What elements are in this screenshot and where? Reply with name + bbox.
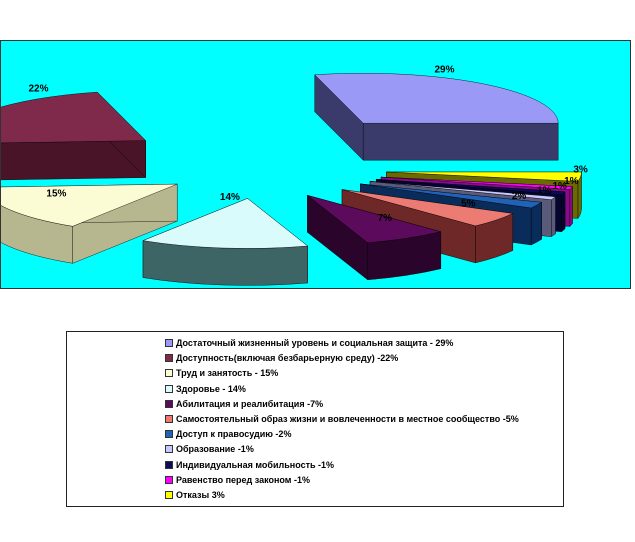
data-label-7: 2% — [512, 191, 527, 202]
legend-swatch — [165, 399, 173, 408]
slice-cut-face-1-2 — [363, 123, 559, 161]
slice-top-4 — [142, 198, 309, 249]
legend-item: Доступ к правосудию -2% — [165, 427, 291, 441]
legend-swatch — [165, 384, 173, 393]
legend-label: Индивидуальная мобильность -1% — [176, 459, 335, 470]
legend-label: Образование -1% — [176, 444, 254, 455]
legend-swatch — [165, 460, 173, 469]
legend-label: Абилитация и реалибитация -7% — [176, 398, 324, 409]
slice-top-9 — [376, 179, 566, 196]
slice-side-wall-7 — [531, 201, 542, 246]
slice-top-10 — [380, 176, 573, 190]
legend-swatch — [165, 491, 173, 499]
data-label-10: 1% — [564, 176, 579, 187]
slice-side-wall-9 — [561, 191, 566, 233]
slice-side-wall-8 — [551, 196, 556, 238]
pie-slice-4: 14% — [142, 192, 309, 286]
legend-label: Отказы 3% — [176, 490, 225, 500]
slice-top-3 — [1, 183, 178, 227]
legend-swatch — [165, 415, 173, 423]
legend-swatch — [165, 369, 173, 378]
legend-label: Труд и занятость - 15% — [176, 368, 279, 379]
data-label-8: 1% — [537, 185, 552, 196]
legend-item: Достаточный жизненный уровень и социальн… — [165, 336, 453, 350]
legend-item: Здоровье - 14% — [165, 382, 246, 396]
plot-area: 29%22%3%1%1%1%2%15%5%7%14% — [0, 40, 631, 289]
legend-label: Здоровье - 14% — [176, 383, 246, 394]
pie-slice-3: 15% — [1, 183, 178, 264]
legend-label: Достаточный жизненный уровень и социальн… — [176, 338, 454, 348]
legend-label: Доступность(включая безбарьерную среду) … — [176, 353, 399, 364]
legend-item: Самостоятельный образ жизни и вовлеченно… — [165, 412, 519, 426]
legend-item: Труд и занятость - 15% — [165, 366, 278, 380]
data-label-11: 3% — [573, 165, 588, 176]
legend-swatch — [165, 445, 173, 454]
slice-top-5 — [307, 195, 441, 244]
legend-item: Индивидуальная мобильность -1% — [165, 458, 334, 472]
pie-slice-5: 7% — [307, 194, 441, 281]
data-label-2: 22% — [28, 84, 48, 95]
legend-label: Равенство перед законом -1% — [176, 474, 310, 485]
legend: Достаточный жизненный уровень и социальн… — [66, 331, 564, 507]
data-label-9: 1% — [552, 181, 567, 192]
legend-label: Доступ к правосудию -2% — [176, 429, 292, 440]
pie-chart: 29%22%3%1%1%1%2%15%5%7%14% — [1, 64, 588, 286]
legend-swatch — [165, 430, 173, 439]
slice-top-2 — [1, 91, 147, 144]
slice-top-11 — [386, 171, 582, 182]
legend-swatch — [165, 354, 173, 363]
data-label-3: 15% — [46, 188, 66, 199]
slice-top-6 — [341, 189, 514, 227]
slice-top-7 — [360, 183, 543, 209]
data-label-1: 29% — [434, 64, 454, 75]
data-label-4: 14% — [220, 192, 240, 203]
slice-side-wall-10 — [569, 185, 573, 227]
pie-slice-1: 29% — [314, 64, 559, 161]
slice-top-1 — [314, 73, 559, 124]
legend-label: Самостоятельный образ жизни и вовлеченно… — [176, 414, 519, 424]
legend-item: Образование -1% — [165, 442, 254, 456]
legend-swatch — [165, 339, 173, 347]
legend-item: Отказы 3% — [165, 488, 225, 502]
legend-swatch — [165, 475, 173, 484]
slice-top-8 — [369, 181, 557, 200]
data-label-5: 7% — [378, 213, 393, 224]
legend-item: Доступность(включая безбарьерную среду) … — [165, 351, 398, 365]
legend-item: Абилитация и реалибитация -7% — [165, 397, 323, 411]
data-label-6: 5% — [461, 199, 476, 210]
pie-slice-2: 22% — [1, 84, 147, 181]
legend-item: Равенство перед законом -1% — [165, 473, 310, 487]
